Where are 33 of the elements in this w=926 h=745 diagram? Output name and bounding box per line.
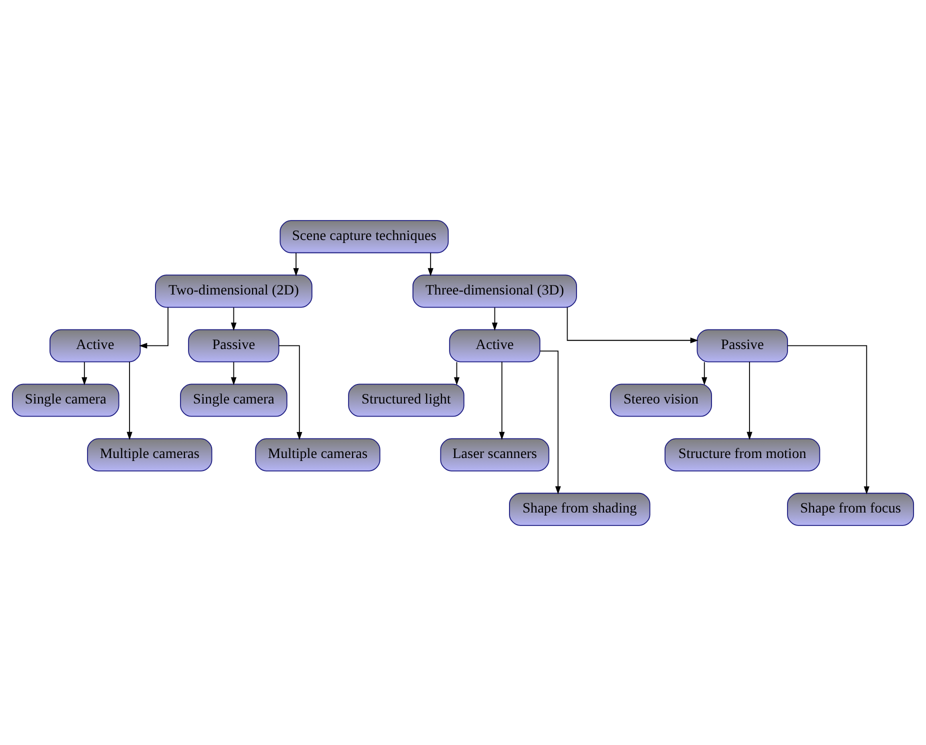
node-box: Multiple cameras xyxy=(255,438,380,471)
arrow xyxy=(278,344,302,440)
node-box: Stereo vision xyxy=(610,383,712,416)
arrow xyxy=(746,360,752,440)
node-box: Shape from shading xyxy=(509,492,650,526)
node-box: Two-dimensional (2D) xyxy=(155,274,312,308)
arrow xyxy=(293,252,299,276)
arrow xyxy=(454,361,460,385)
node-box: Structured light xyxy=(348,383,464,416)
node-box: Single camera xyxy=(12,383,120,416)
node-box: Multiple cameras xyxy=(87,438,212,471)
arrow xyxy=(428,252,434,276)
node-box: Passive xyxy=(188,328,280,362)
node-box: Active xyxy=(449,328,540,362)
arrow xyxy=(82,361,88,385)
arrow xyxy=(499,360,505,440)
arrow xyxy=(566,306,698,343)
node-box: Laser scanners xyxy=(440,438,550,471)
node-box: Active xyxy=(50,328,141,362)
node-box: Three-dimensional (3D) xyxy=(412,274,577,308)
arrow xyxy=(230,361,237,385)
arrow xyxy=(787,344,870,494)
node-box: Single camera xyxy=(180,383,288,416)
node-box: Passive xyxy=(696,328,788,362)
arrow xyxy=(540,350,561,494)
node-box: Shape from focus xyxy=(787,492,914,526)
node-box: Scene capture techniques xyxy=(280,220,449,253)
arrow xyxy=(230,306,237,330)
arrow xyxy=(126,360,132,440)
arrow xyxy=(139,306,168,348)
arrow xyxy=(702,361,708,385)
arrow xyxy=(492,306,498,330)
node-box: Structure from motion xyxy=(664,438,820,471)
